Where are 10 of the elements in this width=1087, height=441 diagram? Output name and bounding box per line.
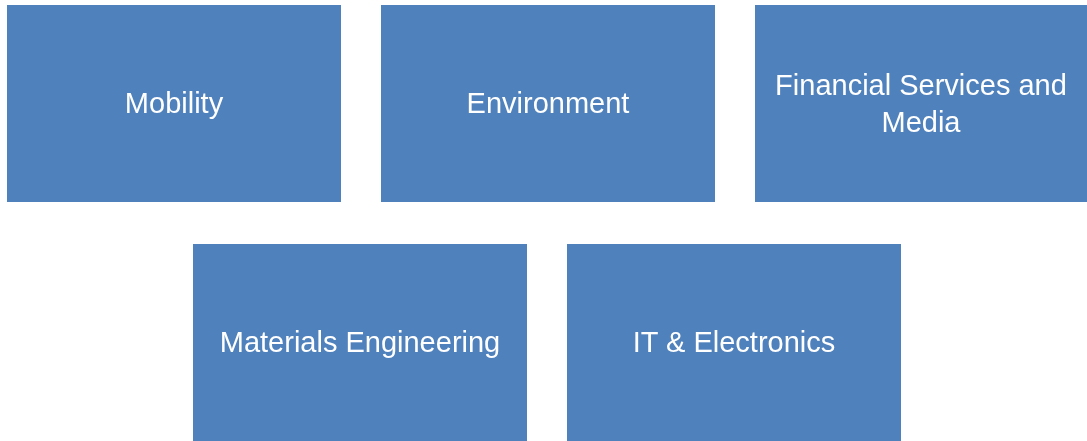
category-box [567, 244, 901, 441]
box-label: Materials Engineering [219, 325, 501, 361]
category-box [7, 5, 341, 202]
category-box [381, 5, 715, 202]
category-box [755, 5, 1087, 202]
box-label: IT & Electronics [632, 325, 836, 361]
category-box [193, 244, 527, 441]
box-label: Environment [466, 86, 630, 122]
box-label: Financial Services and Media [774, 68, 1068, 140]
box-label: Mobility [124, 86, 224, 122]
